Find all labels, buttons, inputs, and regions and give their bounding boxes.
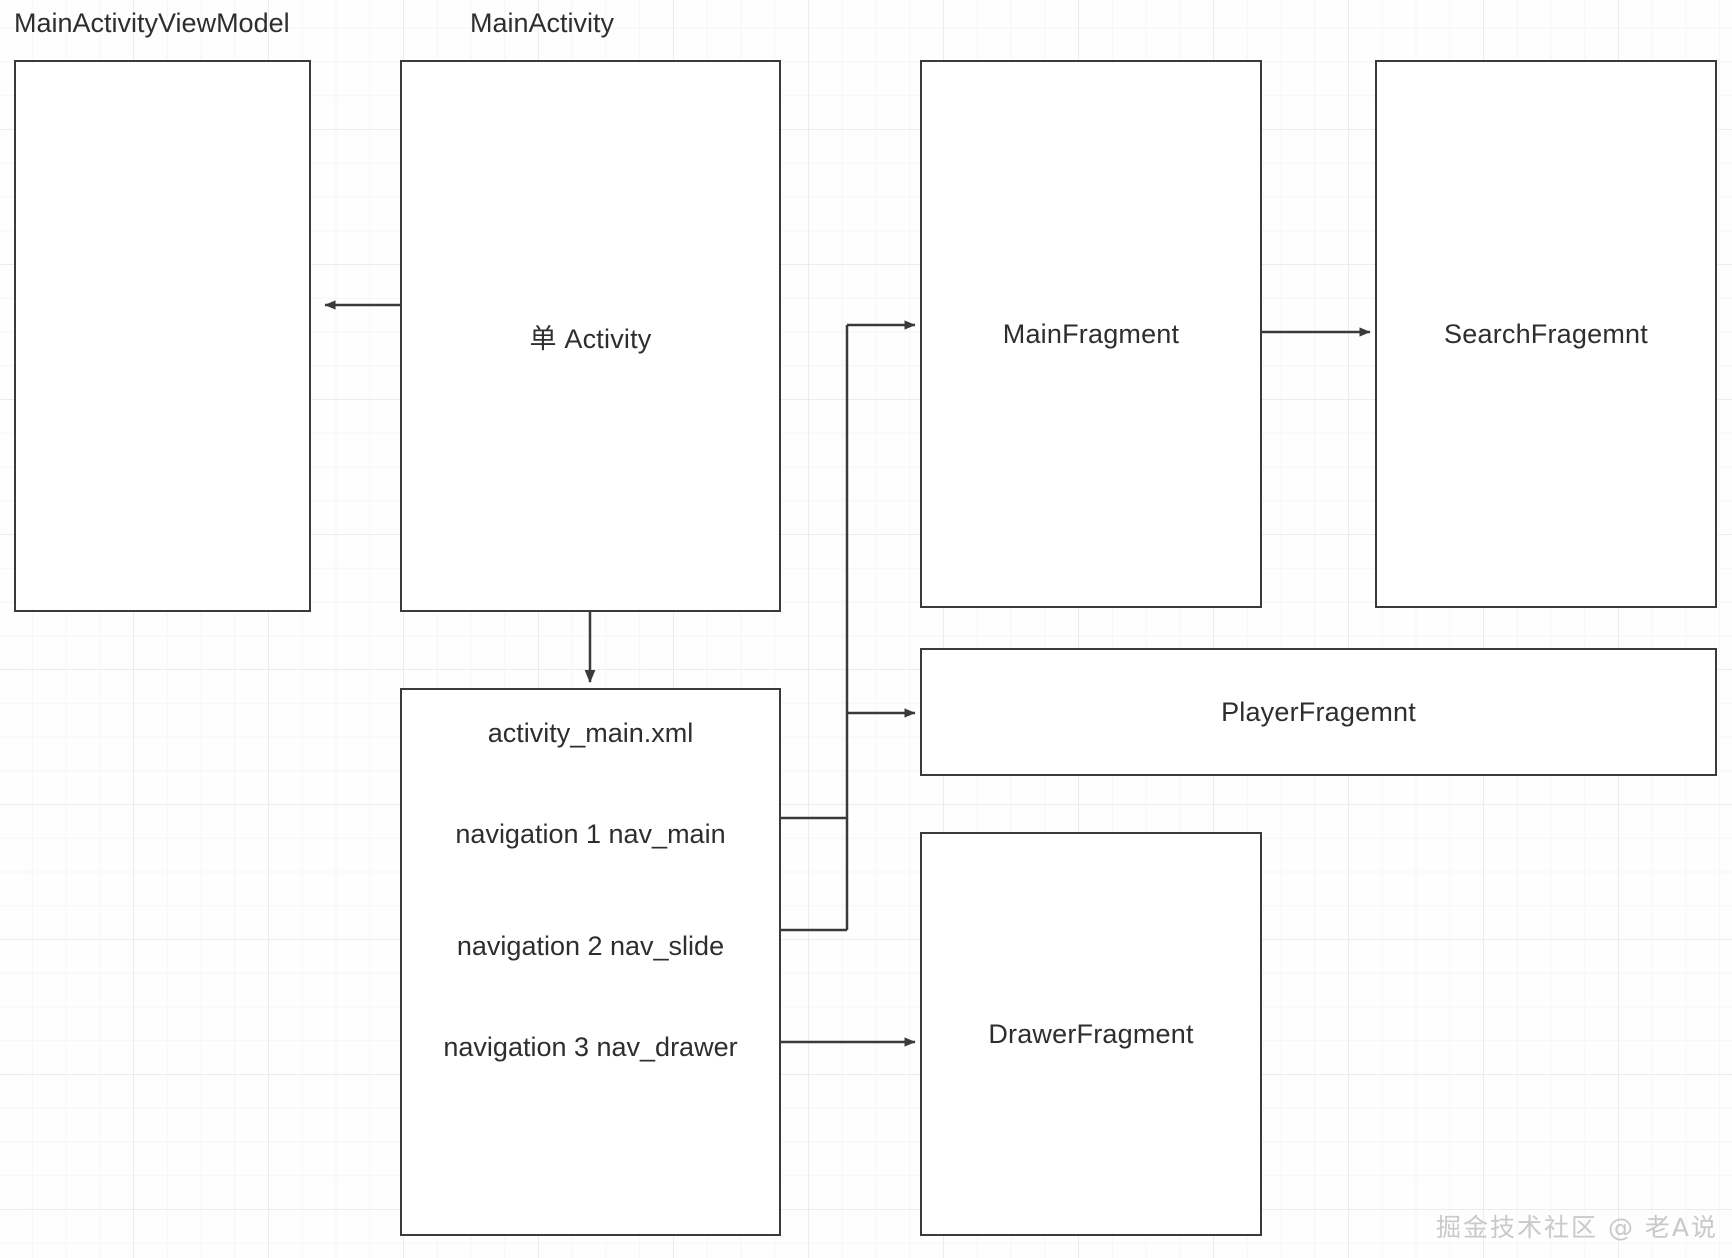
node-drawer-fragment[interactable]: DrawerFragment xyxy=(920,832,1262,1236)
activity-main-xml-title: activity_main.xml xyxy=(487,718,694,748)
node-drawer-fragment-label: DrawerFragment xyxy=(988,1018,1194,1049)
edge-navigation-bus xyxy=(781,325,849,932)
navigation-3-nav-drawer-label[interactable]: navigation 3 nav_drawer xyxy=(443,1032,738,1062)
caption-main-activity-view-model: MainActivityViewModel xyxy=(14,8,290,38)
node-activity-main-xml[interactable]: activity_main.xml navigation 1 nav_main … xyxy=(400,688,781,1236)
node-main-activity[interactable]: 单 Activity xyxy=(400,60,781,612)
node-player-fragment-label: PlayerFragemnt xyxy=(1221,696,1416,727)
node-main-activity-view-model[interactable] xyxy=(14,60,311,612)
activity-main-xml-lines: activity_main.xml navigation 1 nav_main … xyxy=(402,690,779,1234)
navigation-1-nav-main-label[interactable]: navigation 1 nav_main xyxy=(455,819,726,849)
navigation-2-nav-slide-label[interactable]: navigation 2 nav_slide xyxy=(456,931,725,961)
node-main-activity-label: 单 Activity xyxy=(529,323,652,354)
node-player-fragment[interactable]: PlayerFragemnt xyxy=(920,648,1717,776)
node-search-fragment[interactable]: SearchFragemnt xyxy=(1375,60,1717,608)
node-search-fragment-label: SearchFragemnt xyxy=(1444,318,1648,349)
node-main-fragment-label: MainFragment xyxy=(1002,318,1180,349)
node-main-fragment[interactable]: MainFragment xyxy=(920,60,1262,608)
caption-main-activity: MainActivity xyxy=(470,8,615,38)
watermark: 掘金技术社区 @ 老A说 xyxy=(1436,1213,1718,1242)
